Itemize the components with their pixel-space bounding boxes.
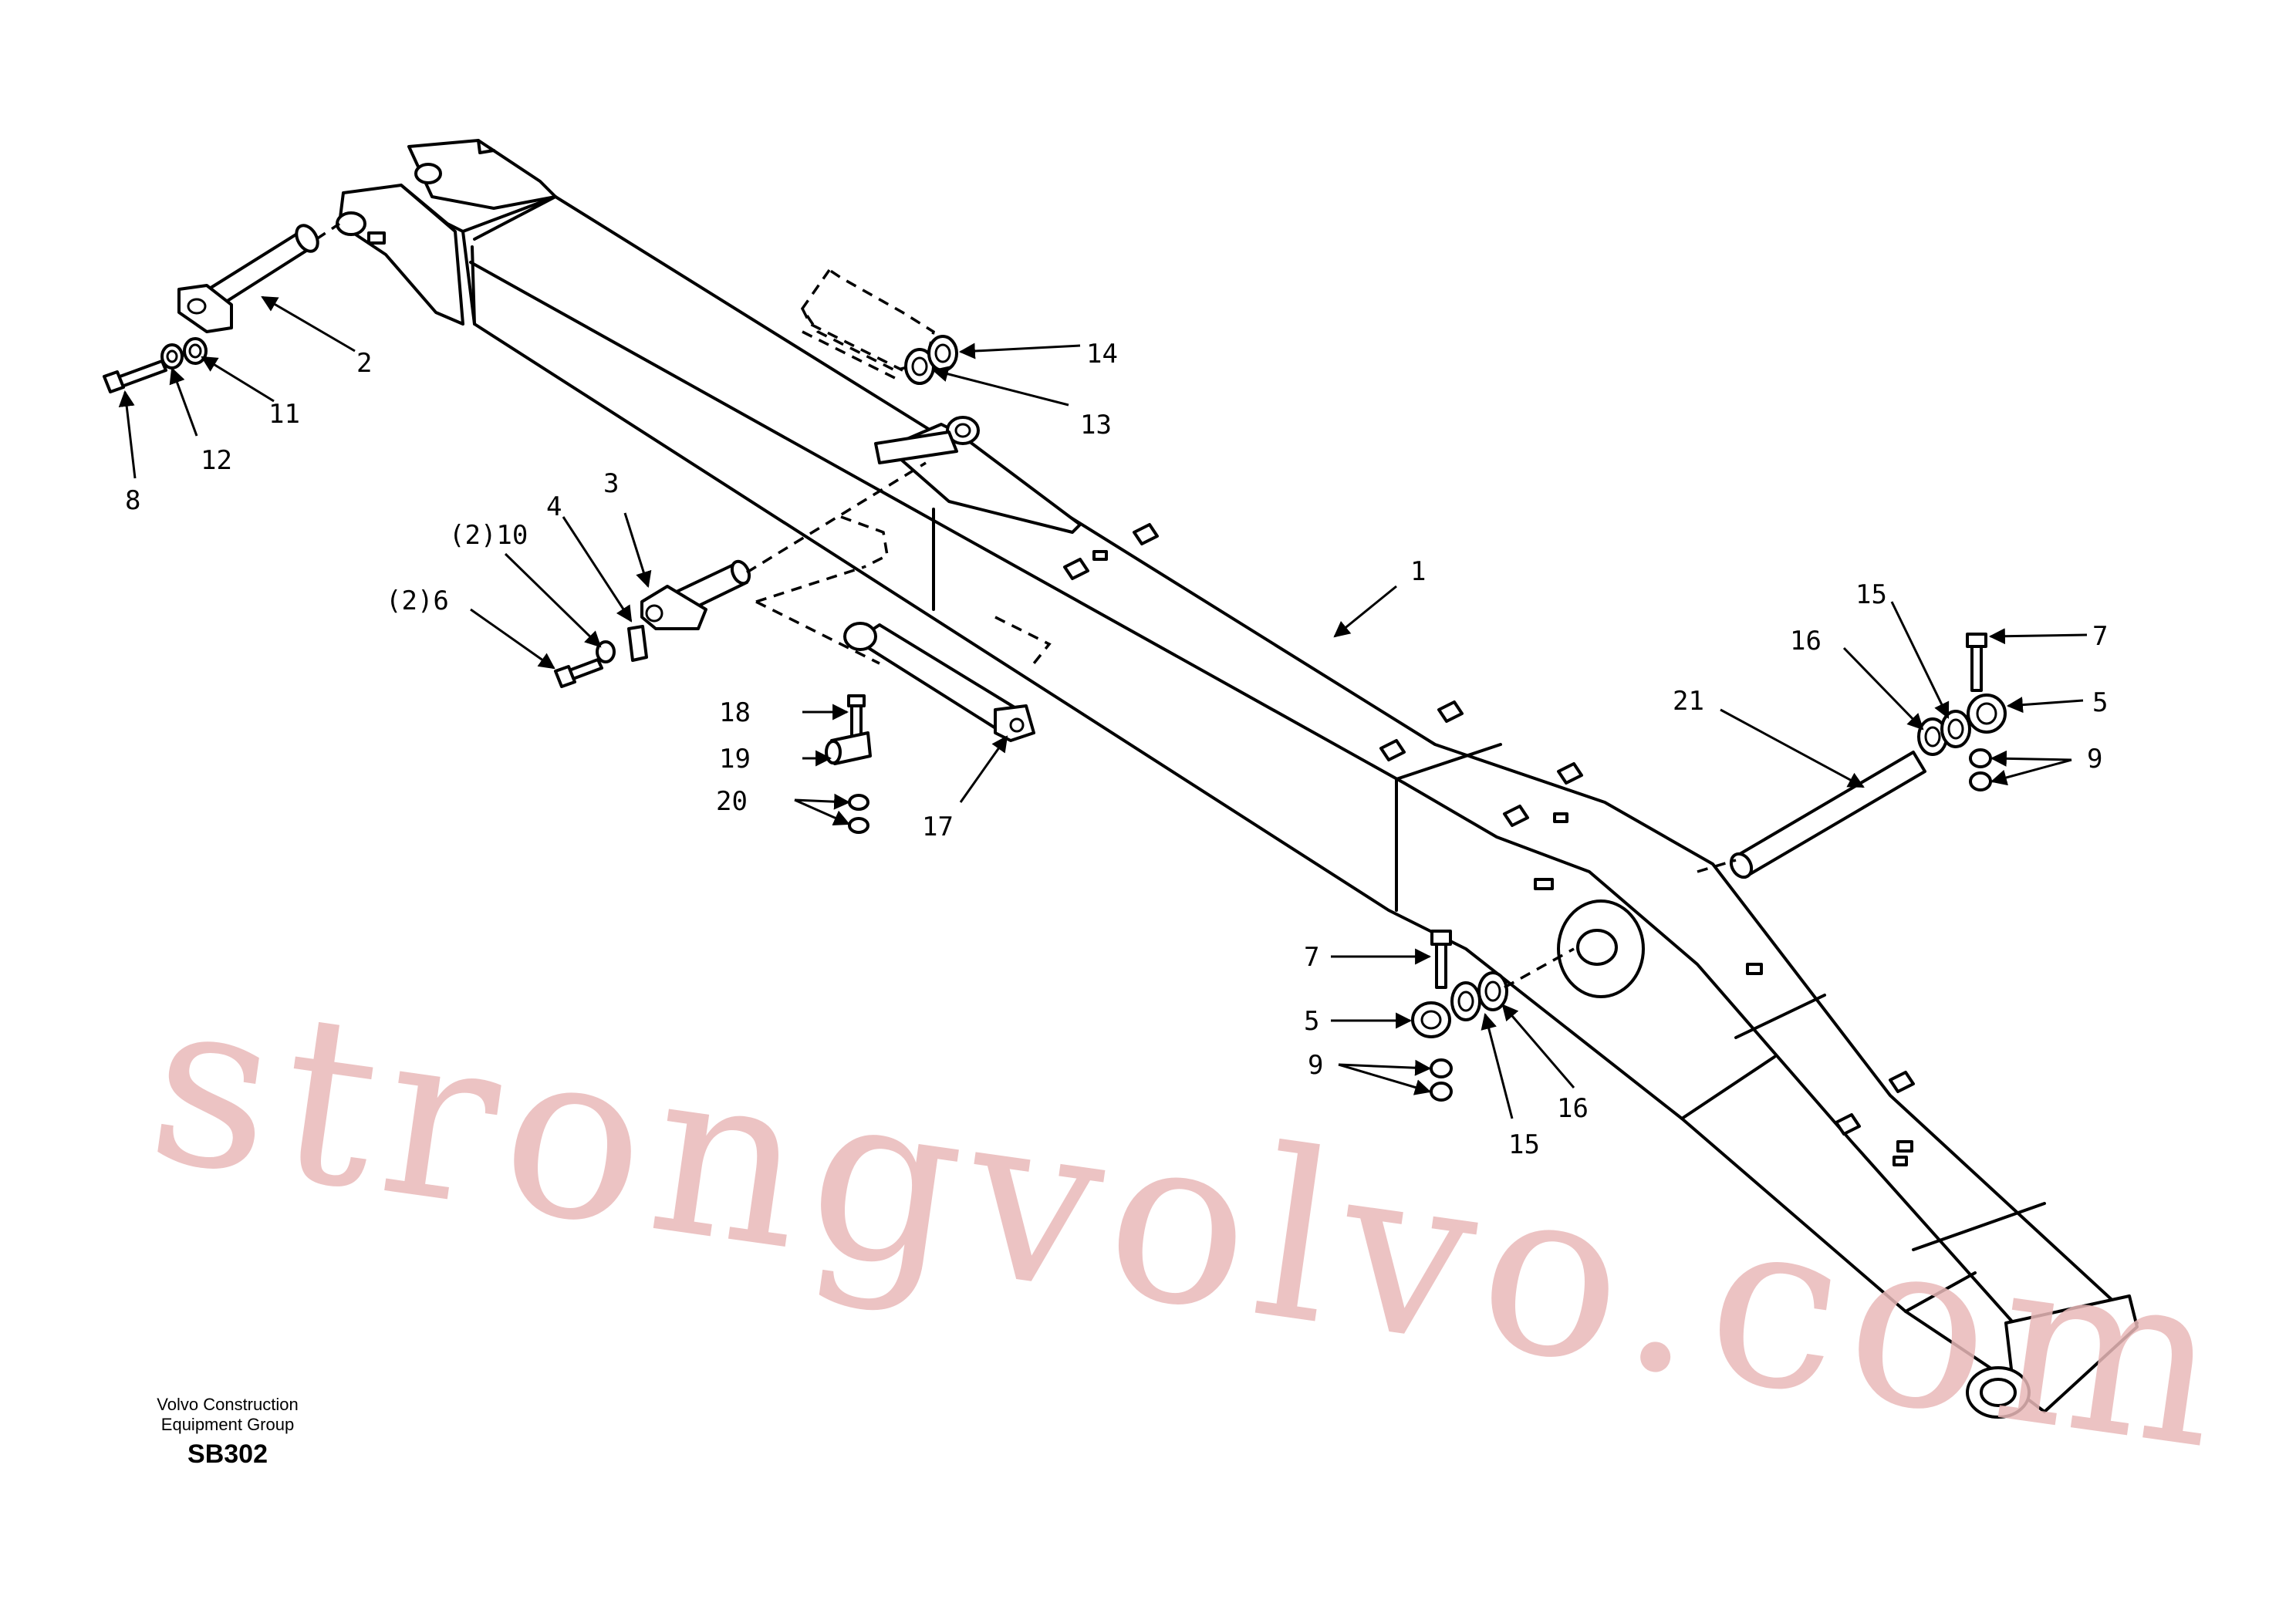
callout-8: 8 xyxy=(125,485,140,516)
callout-21: 21 xyxy=(1673,686,1704,717)
watermark: strongvolvo.com xyxy=(136,944,2246,1502)
part-9-nuts-left xyxy=(1430,1058,1453,1102)
boom-assembly xyxy=(336,139,2139,1419)
drawing-code: SB302 xyxy=(187,1439,268,1469)
callout-12: 12 xyxy=(201,445,232,476)
part-9-nuts-right xyxy=(1969,748,1992,791)
callout-5-left: 5 xyxy=(1304,1006,1319,1037)
callout-2: 2 xyxy=(356,348,372,379)
callout-16-left: 16 xyxy=(1557,1093,1589,1124)
callout-20: 20 xyxy=(716,786,748,817)
part-21-pin xyxy=(1697,751,1926,879)
part-7-bolt-right xyxy=(1966,633,1987,692)
part-18-bolt xyxy=(847,694,866,738)
callout-4: 4 xyxy=(546,491,562,522)
callout-3: 3 xyxy=(603,468,619,499)
callout-7-left: 7 xyxy=(1304,942,1319,973)
callout-7-right: 7 xyxy=(2092,621,2108,652)
part-4-plate xyxy=(627,625,648,662)
part-6-bolt xyxy=(554,658,603,688)
part-7-bolt-left xyxy=(1430,930,1452,989)
callout-10: (2)10 xyxy=(449,520,528,551)
part-5-bushing-right xyxy=(1967,694,2007,734)
part-3-pin xyxy=(640,461,927,630)
publisher-line-2: Equipment Group xyxy=(160,1415,295,1434)
part-8-bolt xyxy=(103,359,167,393)
callout-13: 13 xyxy=(1080,410,1112,440)
callout-15-right: 15 xyxy=(1855,579,1887,610)
callout-11: 11 xyxy=(268,399,300,430)
callout-5-right: 5 xyxy=(2092,687,2108,718)
parts-15-16-washers-left xyxy=(1450,947,1575,1021)
parts-15-16-washers-right xyxy=(1917,710,1971,756)
callout-15-left: 15 xyxy=(1508,1129,1540,1160)
part-17-lube-cylinder xyxy=(755,515,1052,742)
part-20-nuts xyxy=(848,794,869,834)
publisher-name: Volvo Construction Equipment Group xyxy=(139,1395,316,1435)
callout-16-right: 16 xyxy=(1790,626,1822,656)
part-13-washer xyxy=(904,348,935,385)
part-5-bushing-left xyxy=(1411,1001,1451,1038)
callout-6: (2)6 xyxy=(386,586,449,616)
callout-9-left: 9 xyxy=(1308,1050,1323,1081)
callout-17: 17 xyxy=(922,812,954,842)
part-11-washer xyxy=(183,337,208,365)
publisher-line-1: Volvo Construction xyxy=(157,1395,299,1414)
callouts: 1 2 3 4 5 5 (2)6 7 7 8 9 9 (2)10 11 12 1… xyxy=(125,339,2108,1160)
callout-9-right: 9 xyxy=(2087,744,2102,775)
callout-1: 1 xyxy=(1410,556,1426,587)
callout-14: 14 xyxy=(1086,339,1118,370)
part-19-fitting xyxy=(825,731,872,765)
callout-19: 19 xyxy=(719,744,751,775)
leader-lines xyxy=(118,295,2088,1119)
callout-18: 18 xyxy=(719,697,751,728)
part-2-foot-pin xyxy=(177,222,340,333)
part-14-washer xyxy=(927,335,958,372)
